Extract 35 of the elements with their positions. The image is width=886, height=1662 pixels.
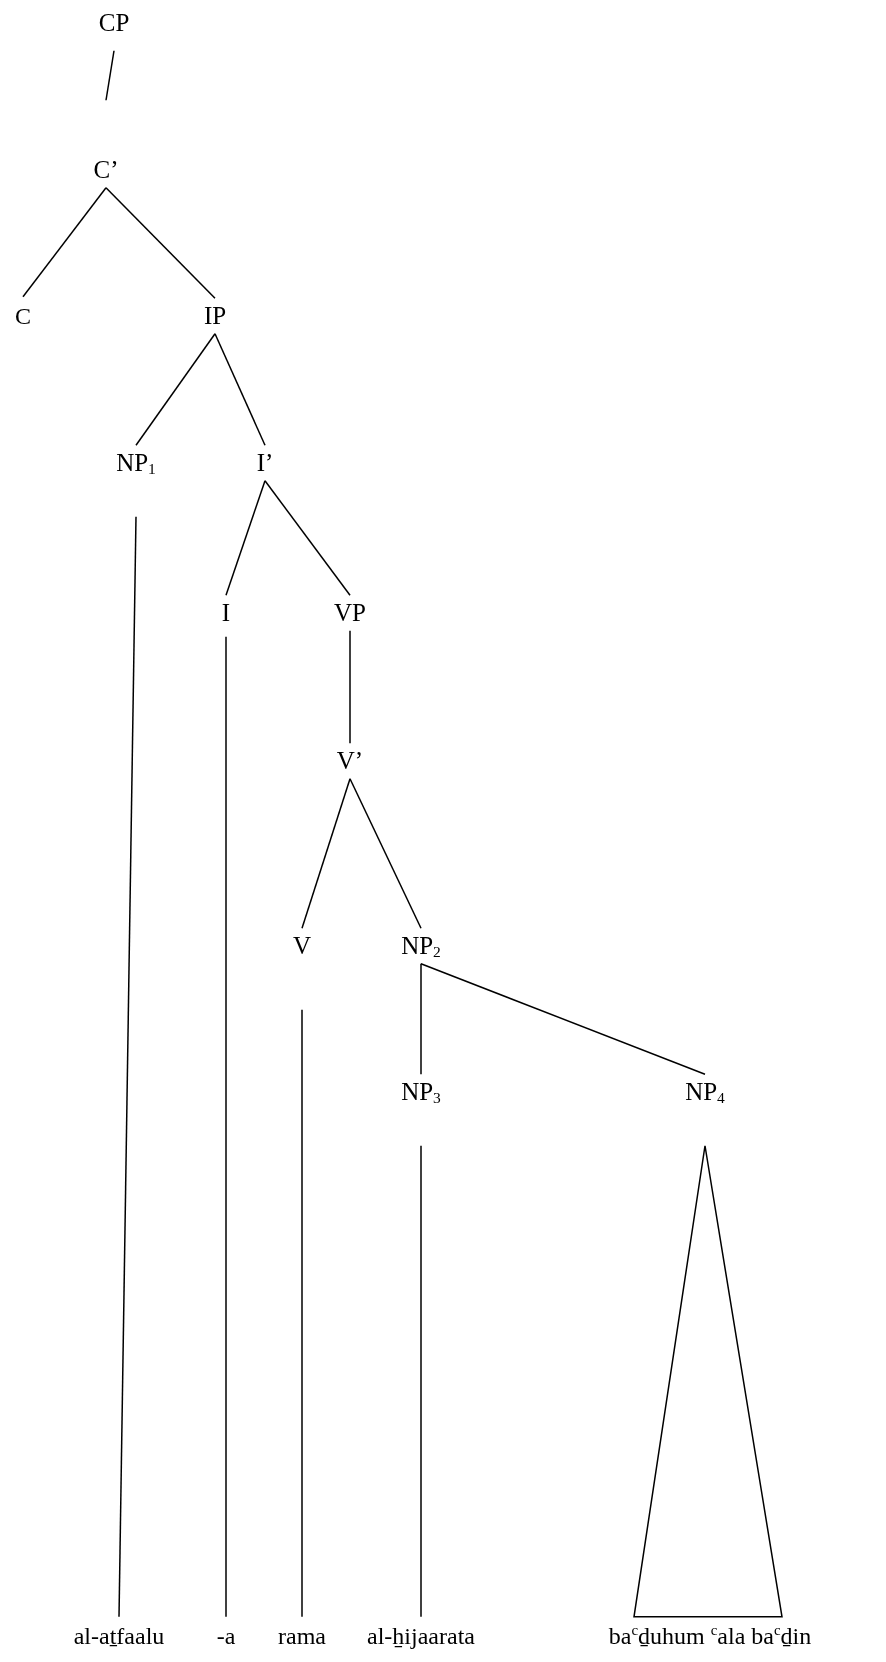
category-label: CP <box>98 9 130 37</box>
tree-branch <box>105 187 216 299</box>
word-label: al-ẖijaarata <box>367 1622 475 1650</box>
tree-branch <box>118 516 137 1618</box>
word-label: al-aṯfaalu <box>73 1622 165 1650</box>
tree-branch <box>135 333 216 446</box>
tree-branch <box>301 778 351 929</box>
tree-branch <box>105 50 115 101</box>
tree-branch <box>225 636 227 1618</box>
tree-branch <box>214 333 266 446</box>
category-label: C’ <box>93 156 119 184</box>
category-label: NP$_{2}$ <box>401 932 441 960</box>
category-label: VP <box>334 599 366 627</box>
category-label: I <box>221 599 231 627</box>
category-label: I’ <box>256 449 274 477</box>
category-label: NP$_{1}$ <box>116 449 156 477</box>
triangle-branch <box>633 1145 783 1618</box>
tree-branch <box>349 778 422 929</box>
category-label: NP$_{3}$ <box>401 1078 441 1106</box>
tree-branch <box>225 480 266 596</box>
word-label: ba$^{c}$ḏuhum $^{c}$ala ba$^{c}$ḏin <box>608 1622 812 1650</box>
word-label: -a <box>216 1622 236 1650</box>
tree-branch <box>301 1009 303 1618</box>
category-label: V’ <box>336 747 364 775</box>
word-label: C <box>15 302 31 330</box>
category-label: IP <box>203 302 227 330</box>
tree-branch <box>420 963 422 1075</box>
tree-branch <box>420 963 706 1075</box>
tree-branch <box>264 480 351 596</box>
category-label: NP$_{4}$ <box>685 1078 725 1106</box>
word-label: rama <box>278 1622 326 1650</box>
tree-branch <box>22 187 107 298</box>
category-label: V <box>292 932 312 960</box>
tree-branch <box>349 630 351 744</box>
tree-branch <box>420 1145 422 1618</box>
